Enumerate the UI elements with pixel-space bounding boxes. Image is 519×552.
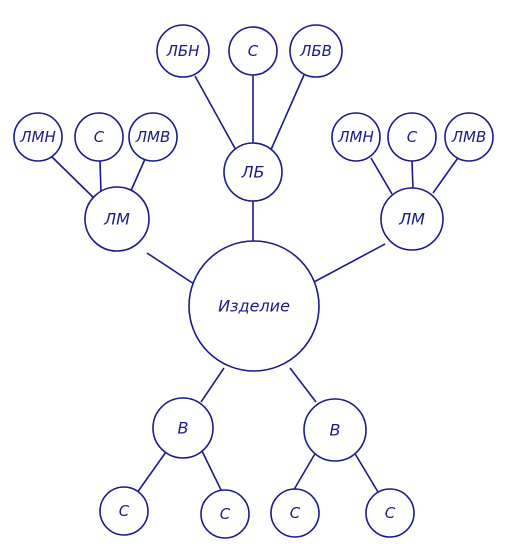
node-lm-left-s: С [74, 112, 124, 162]
node-lm-left-lmn: ЛМН [13, 112, 63, 162]
edge-root-v-right [289, 367, 317, 403]
node-v-right-label: В [330, 421, 341, 440]
edges [51, 74, 461, 498]
node-lbn: ЛБН [156, 24, 210, 78]
node-v-right: В [303, 398, 367, 462]
node-lbv: ЛБВ [289, 24, 343, 78]
edge-lb-lbn [194, 75, 238, 153]
node-root-label: Изделие [218, 297, 290, 316]
node-lm-right-s: С [387, 112, 437, 162]
node-lm-right-lmn: ЛМН [331, 112, 381, 162]
node-lb-s: С [228, 26, 278, 76]
edge-v-left-s2 [201, 450, 223, 493]
node-lm-right-lmv-label: ЛМВ [451, 128, 487, 146]
node-lm-right-s-label: С [407, 128, 418, 146]
edge-v-left-s1 [133, 451, 167, 498]
node-lm-left-lmn-circle [13, 112, 63, 162]
node-v-right-s2: С [365, 488, 415, 538]
edge-v-right-s1 [291, 451, 317, 494]
node-lm-right-lmn-label: ЛМН [337, 128, 374, 146]
node-lbv-label: ЛБВ [299, 42, 332, 60]
edge-lm-left-lmv [129, 158, 146, 194]
node-v-left-s2-circle [200, 489, 250, 539]
node-lm-right-lmv-circle [444, 112, 494, 162]
node-v-left-s2-label: С [220, 505, 231, 523]
edge-lm-right-lmv [432, 154, 461, 194]
edge-lm-right-lmn [370, 157, 393, 195]
node-v-left-s1: С [99, 486, 149, 536]
node-v-right-s2-circle [365, 488, 415, 538]
node-lm-left-s-label: С [94, 128, 105, 146]
edge-lm-right-s [411, 160, 414, 191]
node-root: Изделие [188, 240, 320, 372]
edge-lm-left-lmn [51, 156, 100, 204]
node-lm-right-label: ЛМ [398, 210, 425, 229]
node-lbn-circle [156, 24, 210, 78]
node-v-left-s1-label: С [119, 502, 130, 520]
node-lm-right: ЛМ [380, 187, 444, 251]
node-lm-left-s-circle [74, 112, 124, 162]
node-lm-right-s-circle [387, 112, 437, 162]
node-lm-right-lmv: ЛМВ [444, 112, 494, 162]
node-lb-label: ЛБ [240, 163, 264, 182]
node-lm-left-lmv-label: ЛМВ [135, 128, 171, 146]
edge-lm-left-s [99, 160, 102, 194]
edge-root-v-left [200, 367, 225, 403]
node-v-left-circle [152, 397, 214, 459]
node-lb-s-label: С [248, 42, 259, 60]
node-lb-s-circle [228, 26, 278, 76]
node-v-left-s1-circle [99, 486, 149, 536]
edge-root-lm-right [313, 243, 386, 283]
node-v-right-s1-label: С [290, 504, 301, 522]
edge-v-right-s2 [353, 451, 379, 493]
node-lm-left-lmv: ЛМВ [128, 112, 178, 162]
node-v-left-s2: С [200, 489, 250, 539]
node-root-circle [188, 240, 320, 372]
node-lm-right-lmn-circle [331, 112, 381, 162]
node-lbn-label: ЛБН [166, 42, 200, 60]
node-lm-left-lmn-label: ЛМН [19, 128, 56, 146]
node-v-right-s1: С [270, 488, 320, 538]
node-v-left: В [152, 397, 214, 459]
edge-root-lm-left [146, 252, 195, 285]
node-lb: ЛБ [223, 142, 283, 202]
node-lm-left-circle [84, 186, 150, 252]
node-v-left-label: В [178, 419, 189, 438]
node-lb-circle [223, 142, 283, 202]
node-v-right-s2-label: С [385, 504, 396, 522]
node-lm-left-lmv-circle [128, 112, 178, 162]
node-v-right-s1-circle [270, 488, 320, 538]
node-lbv-circle [289, 24, 343, 78]
edge-lb-lbv [269, 74, 305, 153]
node-v-right-circle [303, 398, 367, 462]
node-lm-left: ЛМ [84, 186, 150, 252]
node-lm-right-circle [380, 187, 444, 251]
node-lm-left-label: ЛМ [103, 210, 130, 229]
